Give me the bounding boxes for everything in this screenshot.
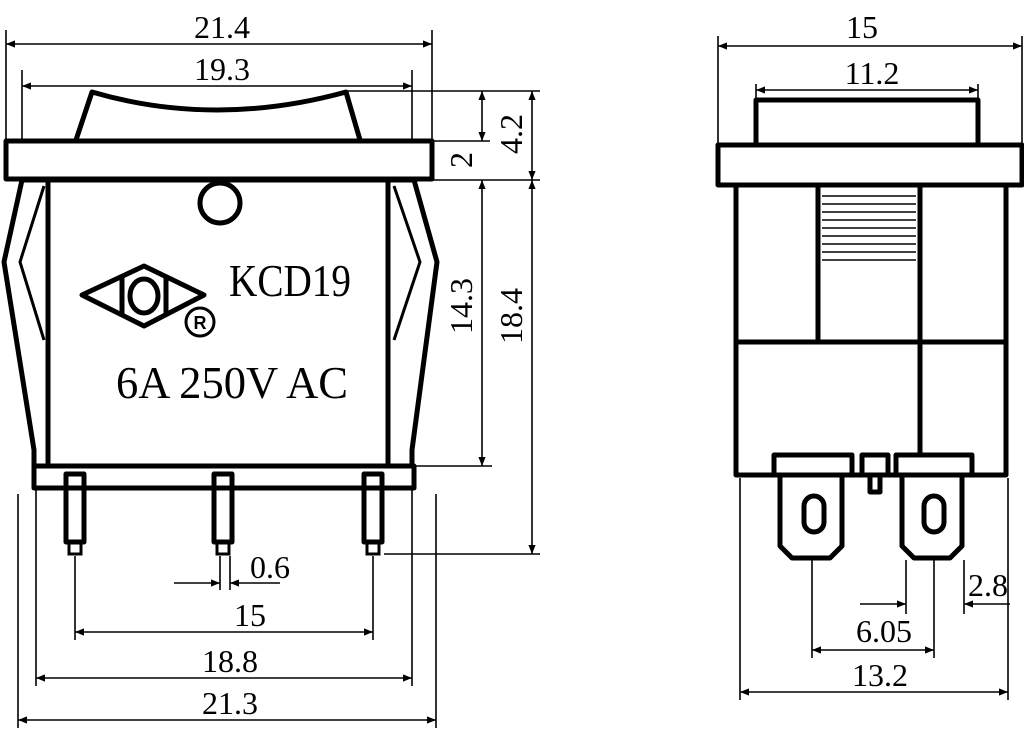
dim-rocker-height: 4.2: [493, 114, 529, 154]
dim-inner-width: 19.3: [194, 51, 250, 87]
side-terminal-right: [893, 452, 975, 561]
dim-pin-width: 0.6: [250, 549, 290, 585]
side-dimension-lines: [718, 42, 1022, 696]
terminal-pin: [211, 471, 235, 545]
model-label: KCD19: [229, 255, 351, 306]
dim-flange-thickness: 2: [443, 152, 479, 168]
front-terminal-pins: [63, 471, 385, 556]
right-snap-clip-inner: [392, 185, 422, 341]
left-snap-clip-inner: [18, 185, 46, 341]
side-terminal-left: [771, 452, 855, 561]
terminal-pin: [63, 471, 87, 545]
dim-clip-width: 18.8: [202, 643, 258, 679]
front-base-plate: [31, 463, 417, 491]
dim-side-tab-width: 2.8: [968, 567, 1008, 603]
dim-side-tab-offset: 6.05: [856, 613, 912, 649]
indicator-hole: [197, 180, 243, 226]
dim-pin-pitch: 15: [234, 597, 266, 633]
front-extension-lines: [5, 30, 540, 728]
dim-side-overall-width: 15: [846, 9, 878, 45]
side-extension-lines: [717, 36, 1023, 700]
terminal-pin-tip: [215, 540, 231, 556]
side-flange: [715, 142, 1024, 188]
rating-label: 6A 250V AC: [116, 357, 348, 408]
front-view: R KCD19 6A 250V AC: [1, 9, 540, 728]
side-center-notch: [859, 452, 891, 495]
svg-text:R: R: [194, 313, 207, 333]
terminal-pin-tip: [365, 540, 381, 556]
side-rocker: [753, 97, 981, 148]
front-flange: [3, 138, 435, 182]
side-view: 15 11.2 2.8 6.05 13.2: [715, 9, 1024, 700]
dim-bottom-width: 21.3: [202, 685, 258, 721]
front-dimension-lines: [6, 40, 536, 724]
right-snap-clip: [388, 177, 440, 469]
side-terminal-right-hole: [921, 493, 947, 535]
side-terminal-left-hole: [801, 493, 827, 535]
registered-mark: [184, 306, 216, 338]
terminal-pin-tip: [67, 540, 83, 556]
dim-total-height: 18.4: [493, 288, 529, 344]
dim-side-rocker-width: 11.2: [845, 55, 900, 91]
dim-overall-width: 21.4: [194, 9, 250, 45]
brand-logo: R: [79, 263, 216, 338]
left-snap-clip: [1, 177, 48, 469]
rocker-actuator: [73, 89, 363, 141]
dim-side-terminal-span: 13.2: [852, 657, 908, 693]
dim-body-height: 14.3: [443, 278, 479, 334]
side-ribbed-detail: [822, 195, 916, 261]
terminal-pin: [361, 471, 385, 545]
